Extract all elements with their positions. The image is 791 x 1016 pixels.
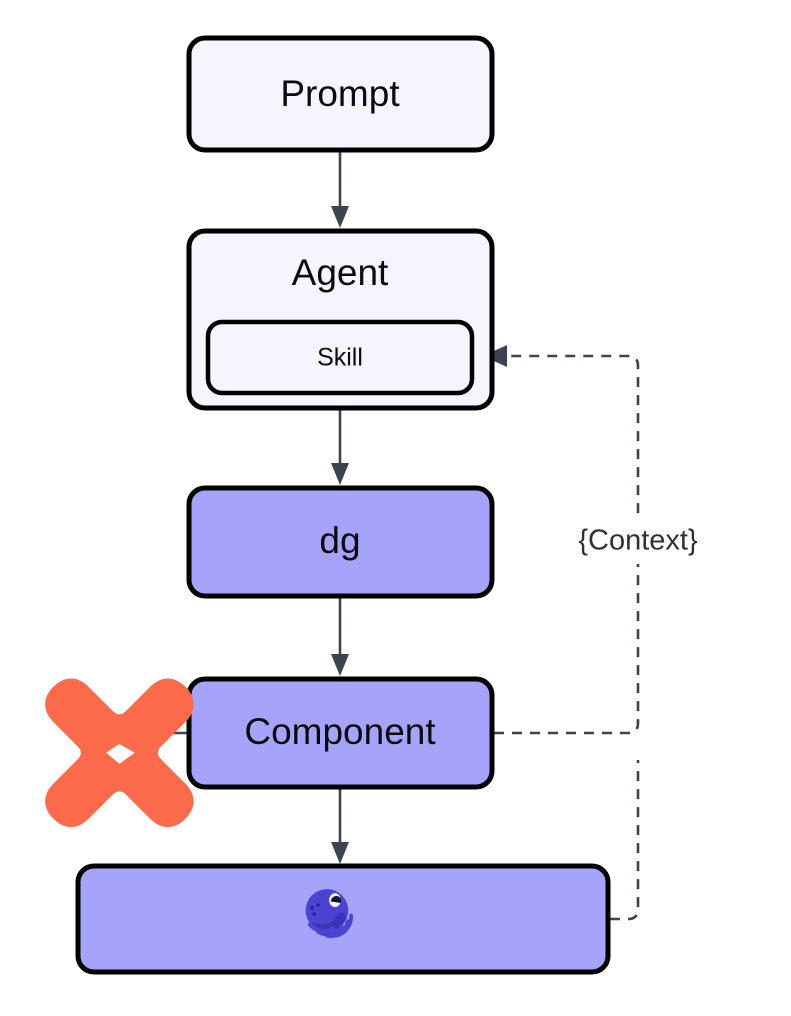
node-prompt[interactable]: Prompt bbox=[186, 35, 495, 153]
x-mark-icon bbox=[45, 678, 194, 828]
edge-prompt-to-agent bbox=[331, 150, 349, 228]
node-component-label: Component bbox=[244, 711, 436, 752]
edge-label-context: {Context} bbox=[540, 518, 736, 564]
node-prompt-label: Prompt bbox=[280, 73, 400, 114]
edge-component-to-dagster bbox=[331, 787, 349, 864]
node-dg[interactable]: dg bbox=[186, 485, 495, 599]
dagster-logo-icon bbox=[305, 889, 353, 939]
edge-agent-to-dg bbox=[331, 408, 349, 485]
node-component[interactable]: Component bbox=[186, 676, 495, 790]
node-skill-label: Skill bbox=[317, 344, 363, 372]
node-agent-label: Agent bbox=[292, 252, 389, 293]
node-dg-label: dg bbox=[319, 520, 360, 561]
context-label-text: {Context} bbox=[578, 525, 698, 557]
edge-dagster-context-feedback bbox=[610, 760, 640, 921]
node-dagster[interactable] bbox=[75, 863, 611, 975]
edge-dg-to-component bbox=[331, 596, 349, 676]
node-skill[interactable]: Skill bbox=[205, 319, 475, 396]
